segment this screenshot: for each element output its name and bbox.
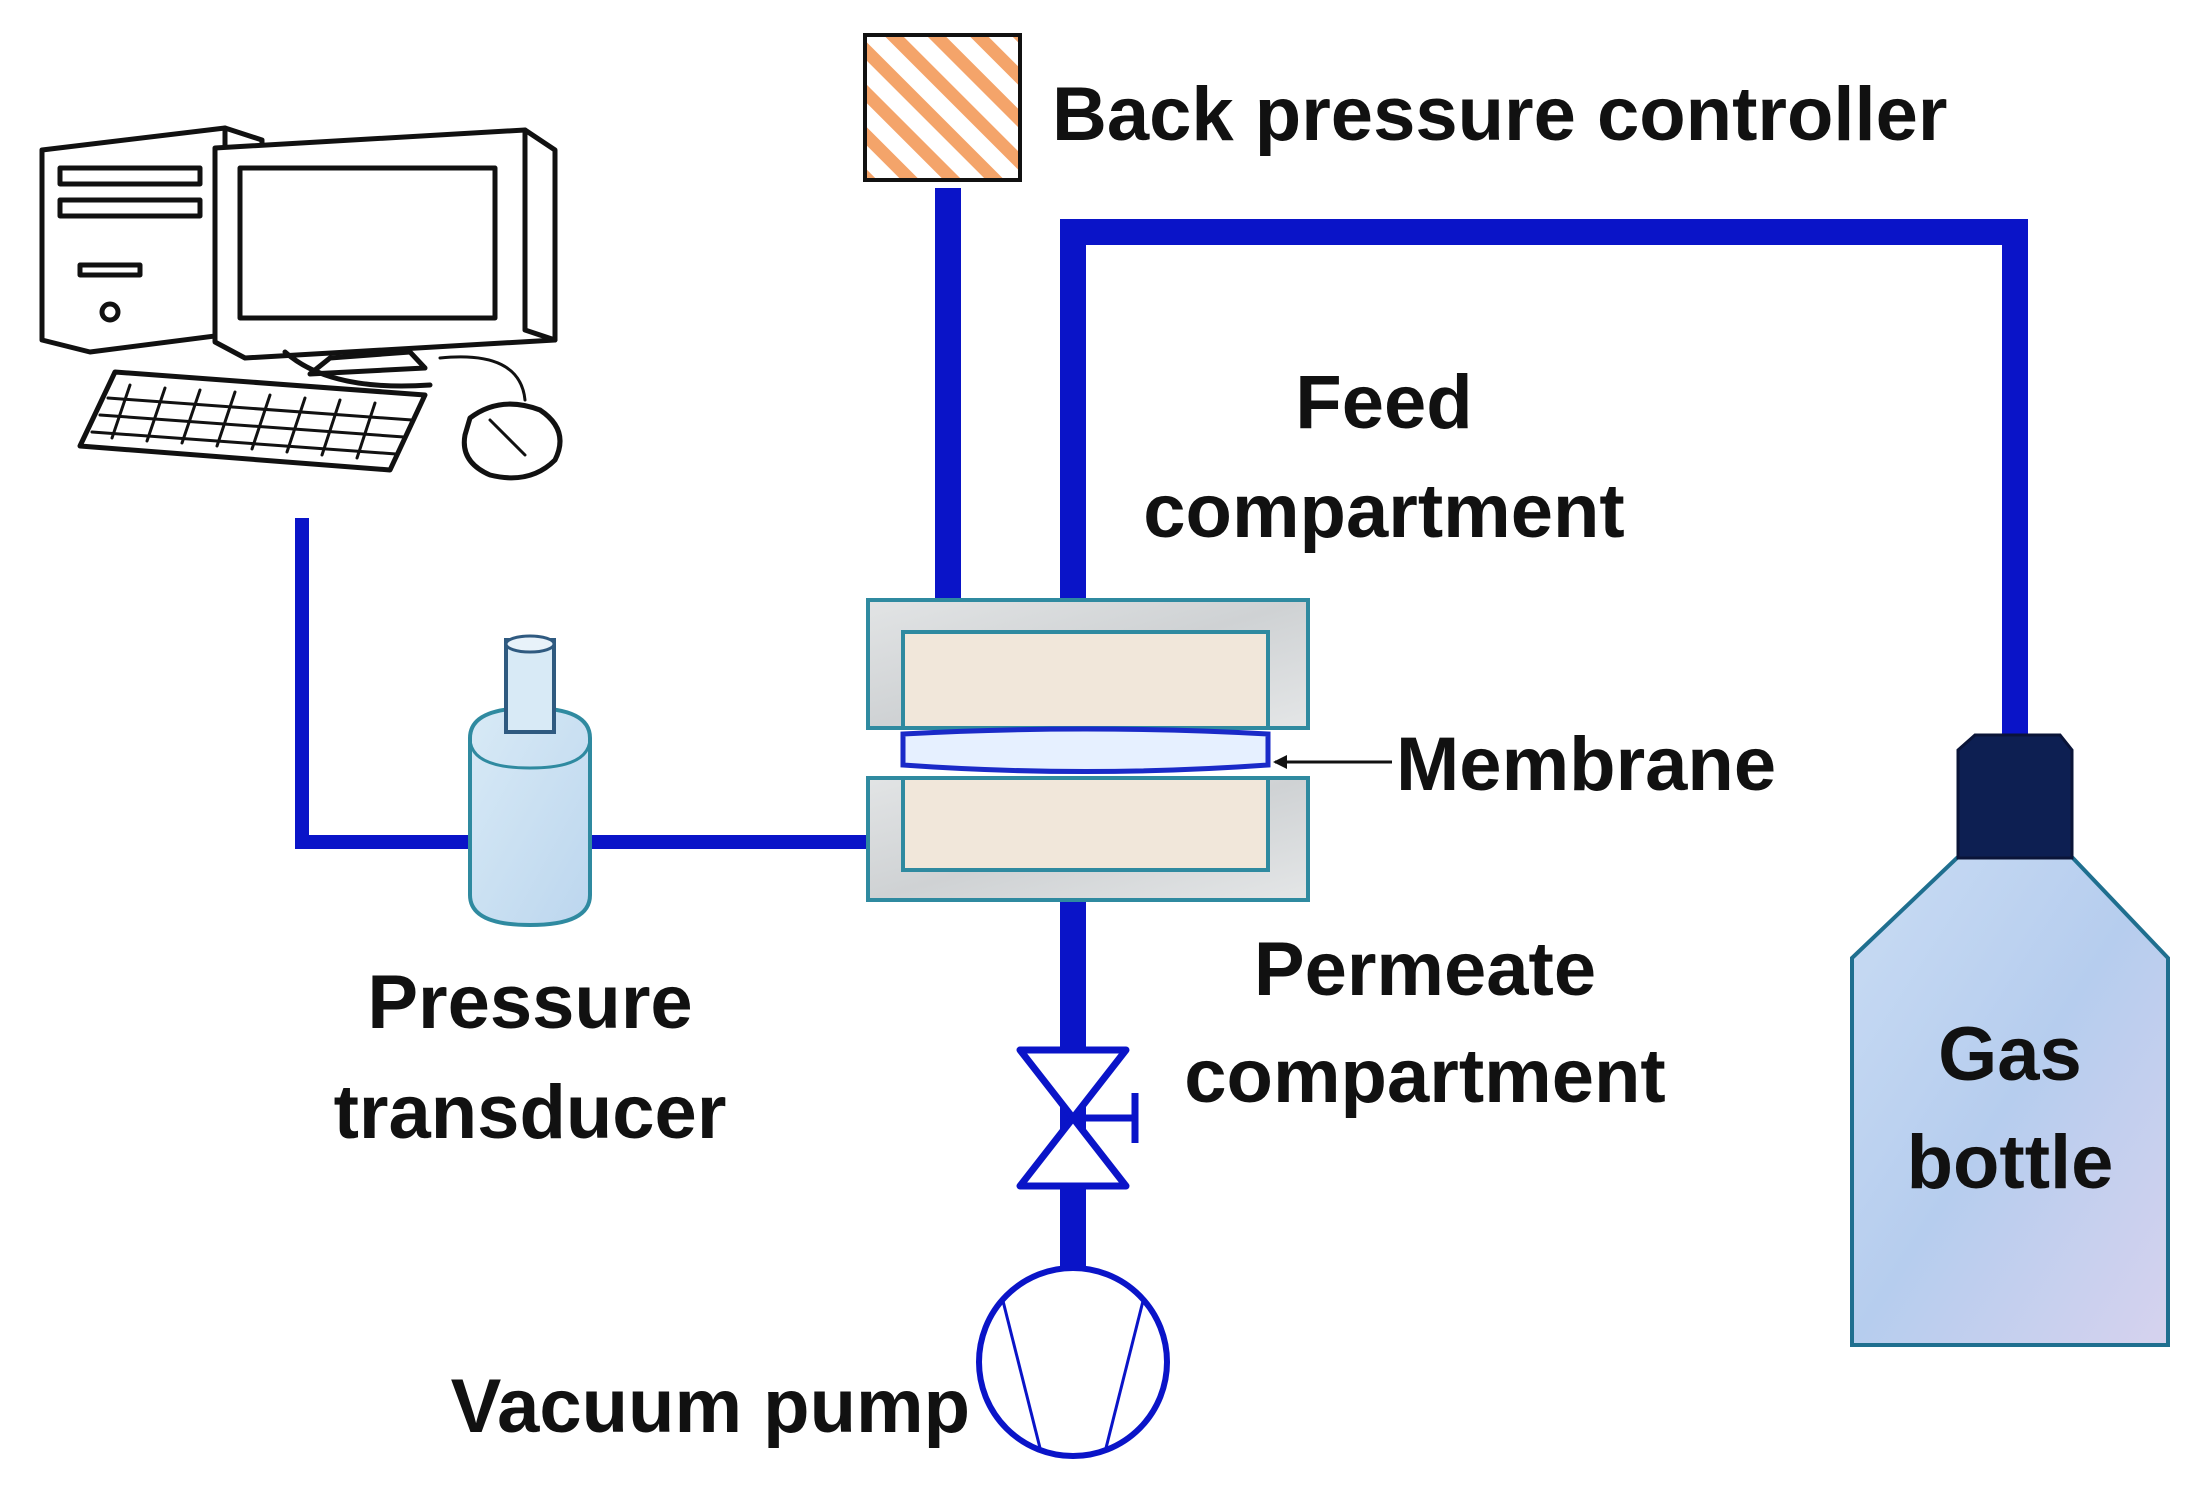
feed-compartment-label-line2: compartment — [1143, 469, 1624, 554]
gas-bottle-cap — [1956, 733, 2074, 860]
pipe-feed-to-gas-bottle — [1060, 219, 2028, 735]
thin-pipes — [295, 518, 868, 849]
membrane — [900, 726, 1271, 774]
desktop-computer-icon — [39, 125, 563, 481]
vacuum-pump-label: Vacuum pump — [451, 1364, 970, 1449]
back-pressure-controller — [863, 33, 1022, 182]
pressure-transducer-label-line1: Pressure — [367, 960, 692, 1045]
feed-compartment-label-line1: Feed — [1295, 360, 1472, 445]
gas-bottle-label-line2: bottle — [1907, 1120, 2114, 1205]
gas-bottle-label-line1: Gas — [1938, 1012, 2082, 1097]
back-pressure-controller-label: Back pressure controller — [1052, 72, 1948, 157]
permeate-compartment-label-line2: compartment — [1184, 1034, 1665, 1119]
permeate-compartment-label-line1: Permeate — [1254, 927, 1596, 1012]
pressure-transducer — [468, 634, 592, 928]
vacuum-pump-icon — [976, 1265, 1170, 1459]
needle-valve-icon — [1016, 1046, 1139, 1190]
pressure-transducer-label-line2: transducer — [334, 1070, 727, 1155]
membrane-cell — [866, 598, 1310, 902]
pipe-computer-to-cell — [295, 518, 868, 849]
membrane-label: Membrane — [1396, 722, 1776, 807]
gas-bottle — [1850, 733, 2170, 1347]
